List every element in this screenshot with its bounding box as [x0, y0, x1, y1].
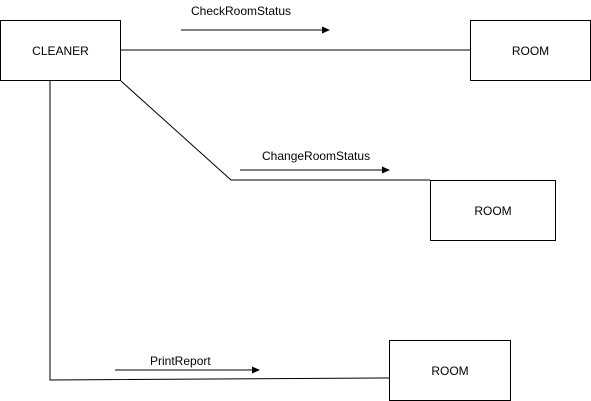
- room-object-1[interactable]: ROOM: [470, 20, 591, 81]
- message-print-report: PrintReport: [115, 354, 260, 374]
- arrow-head-icon: [322, 26, 330, 34]
- message-label-print-report: PrintReport: [150, 354, 211, 368]
- link-cleaner-room-3: [49, 81, 390, 381]
- cleaner-label: CLEANER: [32, 44, 89, 58]
- room-label-3: ROOM: [431, 364, 468, 378]
- message-check-room-status: CheckRoomStatus: [181, 4, 330, 34]
- room-label-1: ROOM: [512, 44, 549, 58]
- room-object-2[interactable]: ROOM: [430, 180, 556, 241]
- message-change-room-status: ChangeRoomStatus: [240, 149, 390, 174]
- message-label-check-room-status: CheckRoomStatus: [191, 4, 291, 18]
- link-cleaner-room-2: [120, 80, 430, 181]
- arrow-head-icon: [252, 366, 260, 374]
- arrow-head-icon: [382, 166, 390, 174]
- message-label-change-room-status: ChangeRoomStatus: [262, 149, 370, 163]
- cleaner-object[interactable]: CLEANER: [0, 20, 121, 81]
- room-label-2: ROOM: [474, 204, 511, 218]
- room-object-3[interactable]: ROOM: [389, 340, 511, 401]
